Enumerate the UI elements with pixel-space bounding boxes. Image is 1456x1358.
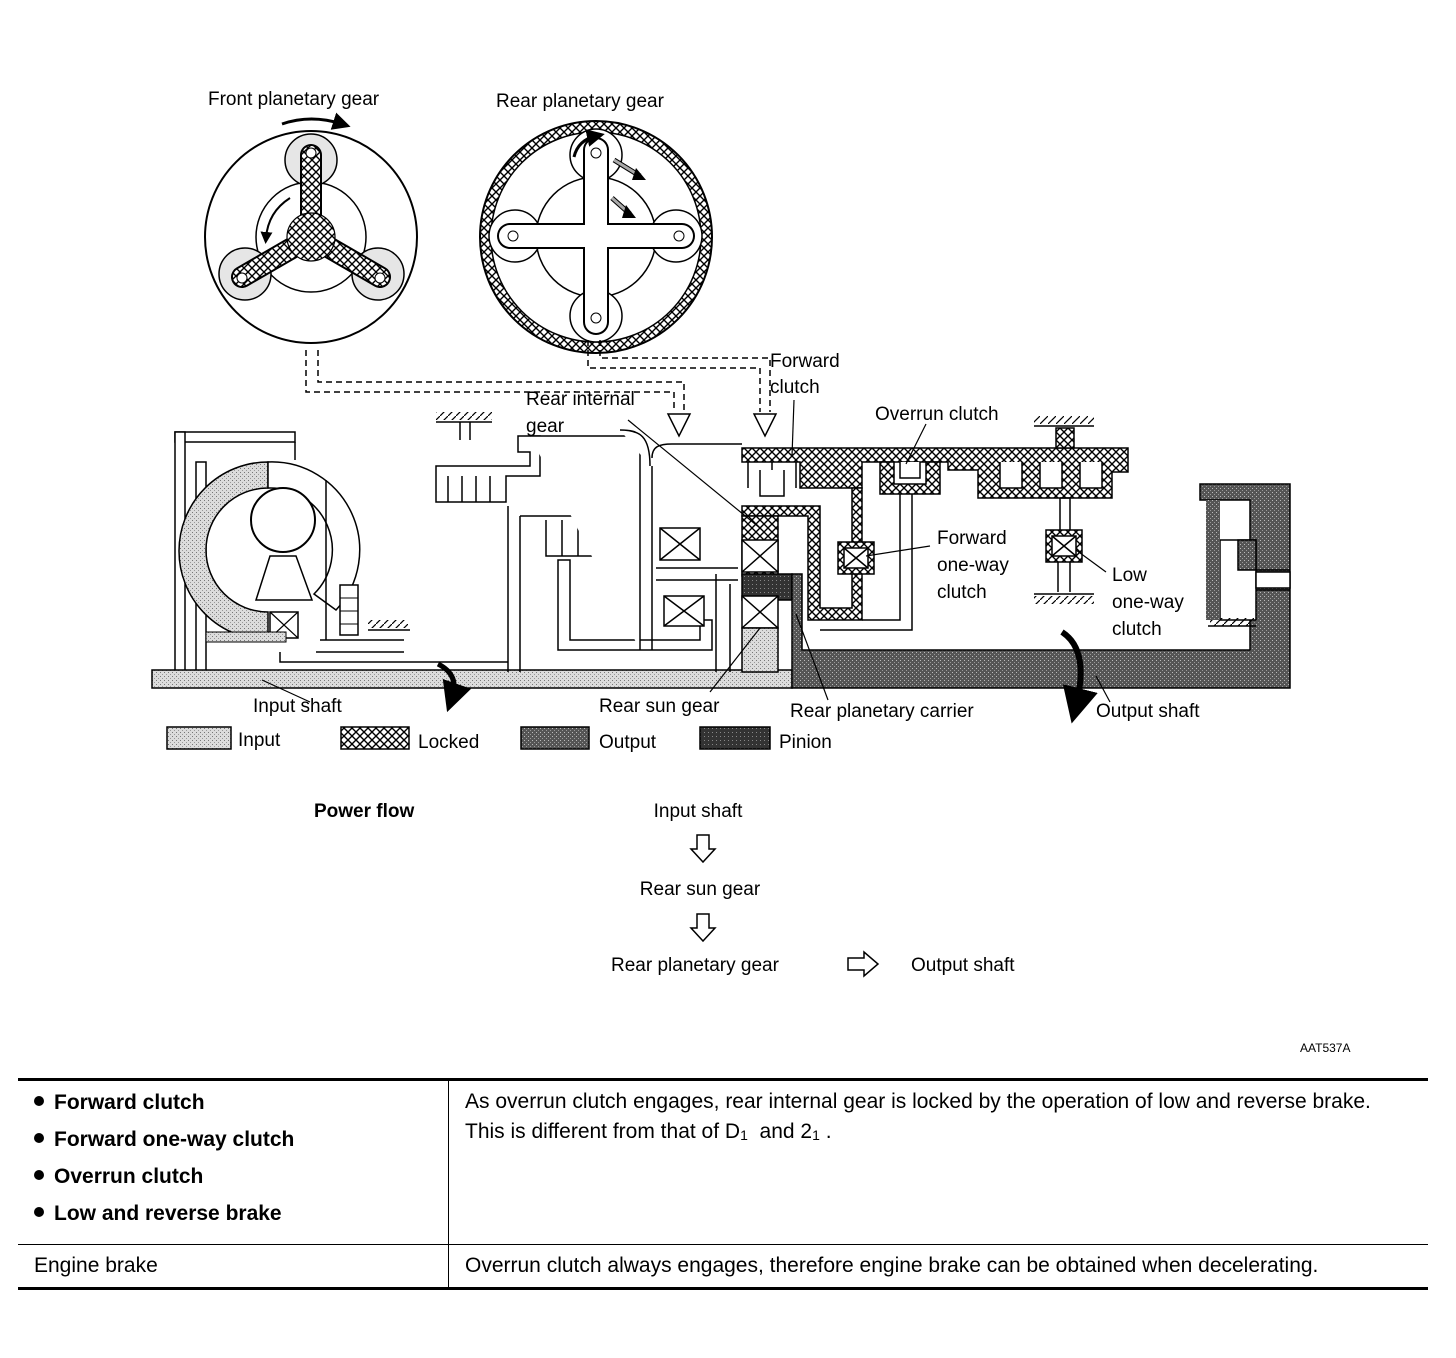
list-item: Low and reverse brake [34, 1199, 434, 1229]
engaged-elements-cell: Forward clutch Forward one-way clutch Ov… [18, 1079, 449, 1245]
bullet-icon [34, 1096, 44, 1107]
description-line-2: This is different from that of D1 and 21… [465, 1117, 1414, 1150]
rear-clutch-assembly [435, 412, 742, 672]
legend-pinion: Pinion [779, 732, 832, 753]
output-shaft-assembly [791, 483, 1291, 724]
engine-brake-description: Overrun clutch always engages, therefore… [465, 1254, 1319, 1277]
engaged-item-label: Forward one-way clutch [54, 1128, 295, 1151]
engaged-item-label: Low and reverse brake [54, 1202, 282, 1225]
desc-text: This is different from that of D [465, 1120, 741, 1143]
label-front-planetary-gear: Front planetary gear [208, 89, 380, 110]
engaged-item-label: Overrun clutch [54, 1165, 204, 1188]
rear-planetary-pinion [741, 573, 793, 673]
legend-output: Output [599, 732, 657, 753]
legend-input: Input [238, 730, 281, 751]
bullet-icon [34, 1133, 44, 1144]
locked-components [741, 416, 1129, 631]
engaged-elements-list: Forward clutch Forward one-way clutch Ov… [34, 1088, 434, 1229]
front-planetary-gear [204, 112, 418, 344]
diagram-labels: Front planetary gear Rear planetary gear… [208, 89, 1200, 722]
table-row: Engine brake Overrun clutch always engag… [18, 1244, 1428, 1289]
power-flow-diagram: Front planetary gear Rear planetary gear… [151, 89, 1350, 1055]
clutch-engagement-table: Forward clutch Forward one-way clutch Ov… [18, 1078, 1428, 1290]
desc-text: . [819, 1120, 832, 1143]
power-flow-step-1: Input shaft [654, 801, 743, 822]
dashed-links [305, 340, 771, 412]
power-flow-final: Output shaft [911, 955, 1015, 976]
power-flow: Power flow Input shaft Rear sun gear Rea… [314, 801, 1015, 978]
list-item: Forward clutch [34, 1088, 434, 1118]
engine-brake-label: Engine brake [18, 1244, 449, 1289]
input-shaft [151, 661, 793, 713]
bullet-icon [34, 1207, 44, 1218]
rear-planetary-gear [479, 120, 713, 354]
engagement-description-cell: As overrun clutch engages, rear internal… [448, 1079, 1428, 1245]
list-item: Forward one-way clutch [34, 1125, 434, 1155]
legend: Input Locked Output Pinion [166, 726, 832, 753]
label-rear-sun-gear: Rear sun gear [599, 696, 720, 717]
engaged-item-label: Forward clutch [54, 1091, 205, 1114]
desc-text: and 2 [747, 1120, 813, 1143]
label-overrun-clutch: Overrun clutch [875, 404, 999, 425]
label-rear-planetary-carrier: Rear planetary carrier [790, 701, 974, 722]
label-rear-planetary-gear: Rear planetary gear [496, 91, 665, 112]
label-output-shaft: Output shaft [1096, 701, 1200, 722]
desc-subscript: 1 [812, 1127, 820, 1143]
dashed-arrowheads [666, 413, 778, 438]
list-item: Overrun clutch [34, 1162, 434, 1192]
power-flow-step-3: Rear planetary gear [611, 955, 780, 976]
label-input-shaft: Input shaft [253, 696, 342, 717]
down-arrow-icon [689, 834, 717, 864]
power-flow-title: Power flow [314, 801, 415, 822]
power-flow-step-2: Rear sun gear [640, 879, 761, 900]
torque-converter [174, 431, 508, 688]
description-line-1: As overrun clutch engages, rear internal… [465, 1090, 1371, 1113]
desc-subscript: 1 [740, 1127, 748, 1143]
right-arrow-icon [847, 950, 880, 978]
leader-lines [261, 399, 1111, 703]
bullet-icon [34, 1170, 44, 1181]
legend-locked: Locked [418, 732, 479, 753]
figure-code: AAT537A [1300, 1041, 1350, 1055]
down-arrow-icon [689, 913, 717, 943]
table-row: Forward clutch Forward one-way clutch Ov… [18, 1079, 1428, 1245]
